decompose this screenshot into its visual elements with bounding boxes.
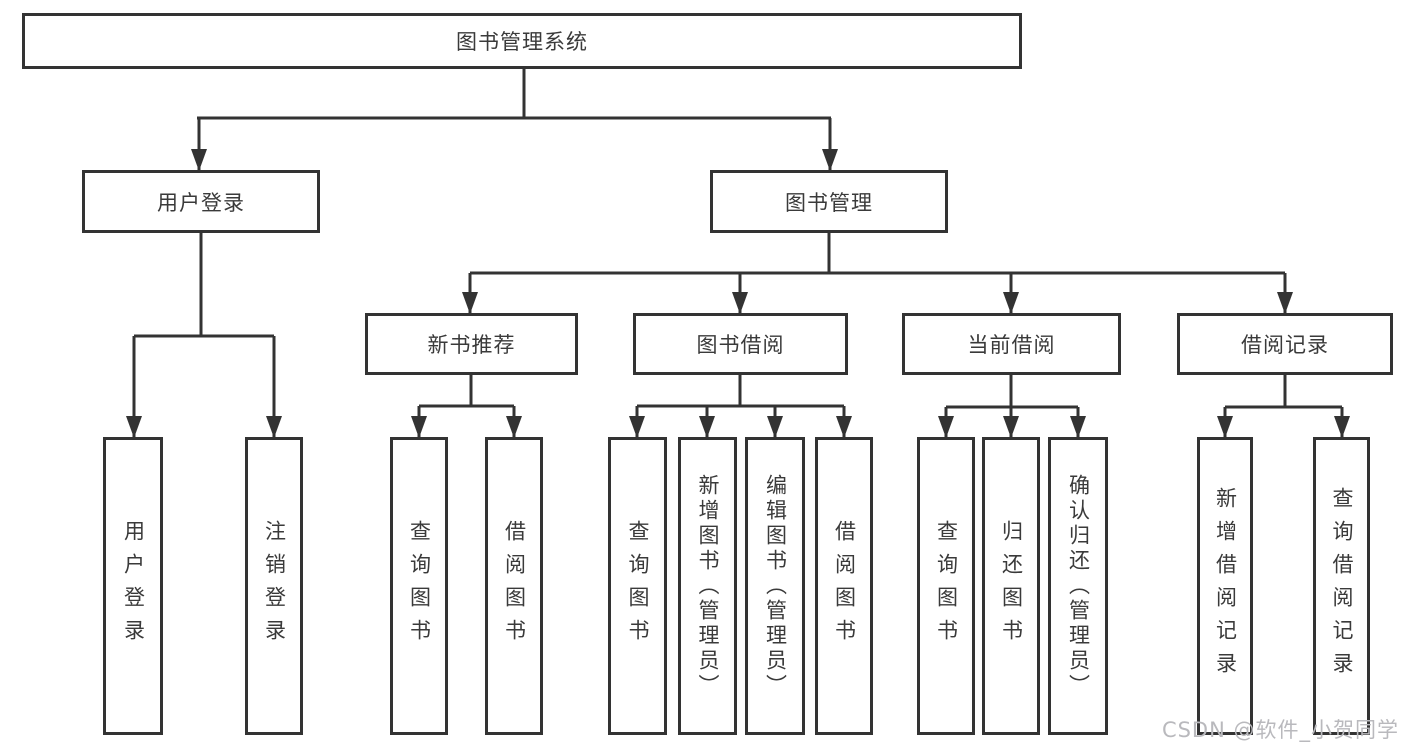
node-query-books-borrow: 查询图书 xyxy=(608,437,667,735)
node-query-books-recommend-label: 查询图书 xyxy=(407,520,432,652)
node-root: 图书管理系统 xyxy=(22,13,1022,69)
node-book-management: 图书管理 xyxy=(710,170,948,233)
node-user-login: 用户登录 xyxy=(82,170,320,233)
node-book-borrow: 图书借阅 xyxy=(633,313,848,375)
node-borrow-books-leaf-label: 借阅图书 xyxy=(832,520,857,652)
node-confirm-return-admin-label: 确认归还（管理员） xyxy=(1066,473,1091,699)
node-add-book-admin-label: 新增图书（管理员） xyxy=(696,473,720,699)
node-query-books-borrow-label: 查询图书 xyxy=(626,520,650,652)
node-query-borrow-record-label: 查询借阅记录 xyxy=(1330,487,1354,685)
node-edit-book-admin-label: 编辑图书（管理员） xyxy=(763,473,788,699)
node-borrow-records: 借阅记录 xyxy=(1177,313,1393,375)
node-borrow-books-recommend-label: 借阅图书 xyxy=(502,520,527,652)
node-borrow-books-recommend: 借阅图书 xyxy=(485,437,543,735)
node-logout-leaf: 注销登录 xyxy=(245,437,303,735)
node-book-borrow-label: 图书借阅 xyxy=(696,333,785,357)
node-query-books-recommend: 查询图书 xyxy=(390,437,448,735)
node-query-books-current-label: 查询图书 xyxy=(934,520,959,652)
node-new-book-recommend: 新书推荐 xyxy=(365,313,578,375)
node-user-login-leaf-label: 用户登录 xyxy=(121,520,146,652)
node-current-borrow: 当前借阅 xyxy=(902,313,1121,375)
node-borrow-records-label: 借阅记录 xyxy=(1241,333,1329,357)
csdn-watermark: CSDN @软件_小贺同学 xyxy=(1161,718,1399,742)
node-edit-book-admin: 编辑图书（管理员） xyxy=(745,437,805,735)
node-user-login-label: 用户登录 xyxy=(157,190,245,215)
node-logout-leaf-label: 注销登录 xyxy=(262,520,287,652)
node-root-label: 图书管理系统 xyxy=(456,30,588,54)
node-current-borrow-label: 当前借阅 xyxy=(967,333,1056,357)
node-book-management-label: 图书管理 xyxy=(785,190,873,215)
node-confirm-return-admin: 确认归还（管理员） xyxy=(1048,437,1108,735)
node-return-books: 归还图书 xyxy=(982,437,1040,735)
node-add-borrow-record: 新增借阅记录 xyxy=(1197,437,1253,735)
node-add-book-admin: 新增图书（管理员） xyxy=(678,437,737,735)
node-borrow-books-leaf: 借阅图书 xyxy=(815,437,873,735)
node-add-borrow-record-label: 新增借阅记录 xyxy=(1213,487,1238,685)
node-user-login-leaf: 用户登录 xyxy=(103,437,163,735)
node-new-book-recommend-label: 新书推荐 xyxy=(427,333,516,357)
node-query-borrow-record: 查询借阅记录 xyxy=(1313,437,1370,735)
node-query-books-current: 查询图书 xyxy=(917,437,975,735)
node-return-books-label: 归还图书 xyxy=(999,520,1024,652)
